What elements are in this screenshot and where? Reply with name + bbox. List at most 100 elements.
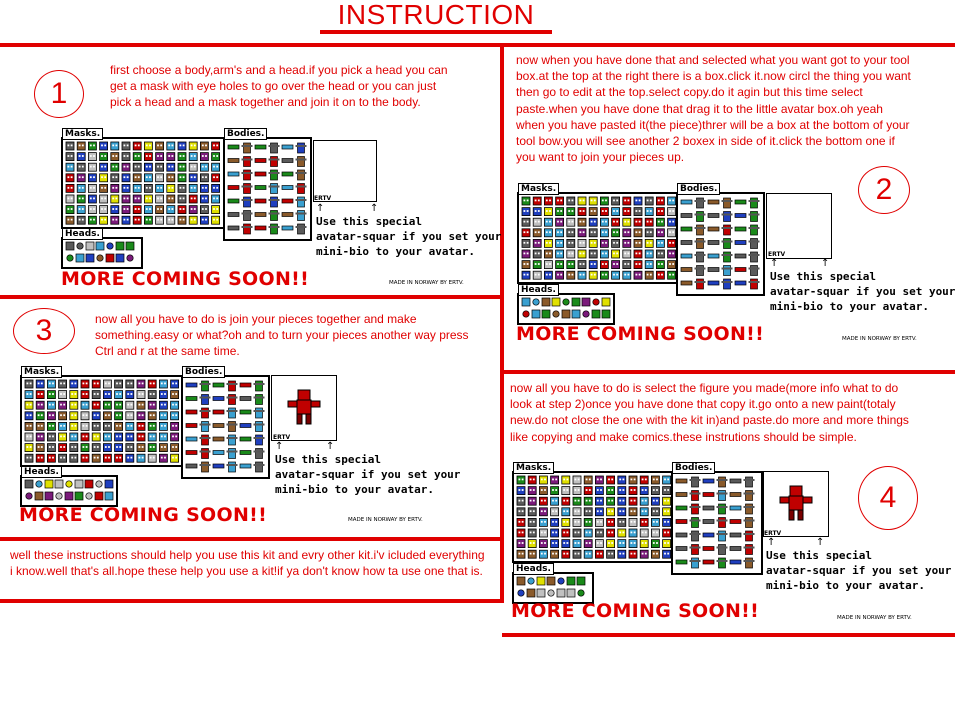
more-coming-soon: MORE COMING SOON!!	[19, 504, 268, 526]
mask-sprite	[211, 152, 221, 162]
mask-sprite	[644, 196, 654, 206]
mask-sprite	[543, 217, 553, 227]
mask-sprite	[628, 518, 638, 527]
body-sprite	[253, 461, 265, 473]
head-sprite	[65, 241, 75, 251]
mask-sprite	[87, 184, 97, 193]
mask-sprite	[532, 228, 542, 238]
mask-sprite	[516, 486, 526, 496]
mask-sprite	[550, 475, 559, 485]
body-sprite	[241, 169, 253, 181]
body-sprite	[707, 226, 720, 232]
mask-sprite	[166, 205, 176, 214]
step-3-text: now all you have to do is join your piec…	[95, 312, 469, 359]
body-sprite	[226, 461, 238, 473]
body-sprite	[743, 544, 755, 555]
body-sprite	[721, 251, 733, 263]
body-sprite	[743, 530, 755, 542]
mask-sprite	[662, 486, 672, 496]
mask-sprite	[611, 260, 620, 269]
mask-sprite	[211, 215, 221, 225]
mask-sprite	[65, 215, 75, 225]
body-sprite	[748, 265, 760, 276]
mask-sprite	[136, 379, 146, 389]
mask-sprite	[527, 518, 537, 527]
head-sprite	[552, 310, 560, 318]
mask-sprite	[628, 528, 638, 538]
mask-sprite	[516, 507, 526, 517]
mask-sprite	[644, 228, 654, 238]
mask-sprite	[606, 539, 615, 548]
mask-sprite	[121, 173, 131, 183]
head-sprite	[54, 479, 64, 489]
mask-sprite	[121, 184, 131, 193]
body-sprite	[689, 530, 701, 542]
heads-label: Heads.	[518, 284, 559, 296]
body-sprite	[295, 196, 307, 208]
mask-sprite	[588, 270, 598, 280]
head-sprite	[522, 310, 530, 318]
mask-sprite	[76, 205, 86, 214]
mask-sprite	[650, 518, 660, 527]
mask-sprite	[588, 260, 598, 269]
mask-sprite	[65, 173, 75, 183]
body-sprite	[241, 142, 253, 154]
mask-sprite	[177, 205, 187, 214]
mask-sprite	[177, 173, 187, 183]
mask-sprite	[639, 507, 649, 517]
mask-sprite	[136, 390, 146, 400]
head-sprite	[521, 297, 531, 307]
body-sprite	[680, 240, 693, 245]
mask-sprite	[633, 228, 643, 238]
mask-sprite	[611, 228, 620, 238]
body-sprite	[199, 434, 211, 446]
mask-sprite	[46, 422, 56, 431]
heads-label: Heads.	[513, 563, 554, 575]
mask-sprite	[166, 152, 176, 162]
mask-sprite	[24, 422, 34, 431]
note-line-1: Use this special	[275, 453, 381, 466]
mask-sprite	[103, 411, 112, 421]
mask-sprite	[595, 496, 604, 506]
mask-sprite	[144, 194, 153, 204]
mask-sprite	[69, 390, 79, 400]
body-sprite	[721, 224, 733, 236]
mask-sprite	[144, 152, 153, 162]
body-sprite	[675, 505, 688, 511]
mask-sprite	[639, 518, 649, 527]
mask-sprite	[132, 194, 142, 204]
mask-sprite	[588, 228, 598, 238]
body-sprite	[199, 407, 211, 419]
note-line-2: avatar-squar if you set your	[275, 468, 461, 481]
mask-sprite	[65, 152, 75, 162]
mask-sprite	[188, 194, 198, 204]
body-sprite	[239, 423, 252, 428]
mask-sprite	[24, 390, 34, 400]
mask-sprite	[543, 228, 553, 238]
heads-panel	[512, 572, 594, 604]
head-sprite	[566, 576, 576, 586]
arrow-up-icon: ↑	[370, 203, 379, 214]
mask-sprite	[561, 475, 571, 485]
mask-sprite	[99, 152, 108, 162]
mask-sprite	[121, 152, 131, 162]
mask-sprite	[583, 549, 593, 559]
body-sprite	[689, 544, 701, 555]
mask-sprite	[617, 528, 627, 538]
body-sprite	[185, 463, 198, 469]
mask-sprite	[177, 141, 187, 151]
mask-sprite	[617, 507, 627, 517]
mask-sprite	[550, 507, 559, 517]
mask-sprite	[644, 207, 654, 217]
mask-sprite	[155, 141, 164, 151]
head-sprite	[95, 480, 103, 488]
mask-sprite	[583, 507, 593, 517]
mask-sprite	[550, 528, 559, 538]
mask-sprite	[527, 528, 537, 538]
head-sprite	[577, 589, 585, 597]
body-sprite	[694, 238, 706, 249]
body-sprite	[227, 212, 240, 217]
mask-sprite	[566, 207, 576, 217]
mask-sprite	[114, 443, 123, 452]
body-sprite	[254, 225, 267, 231]
